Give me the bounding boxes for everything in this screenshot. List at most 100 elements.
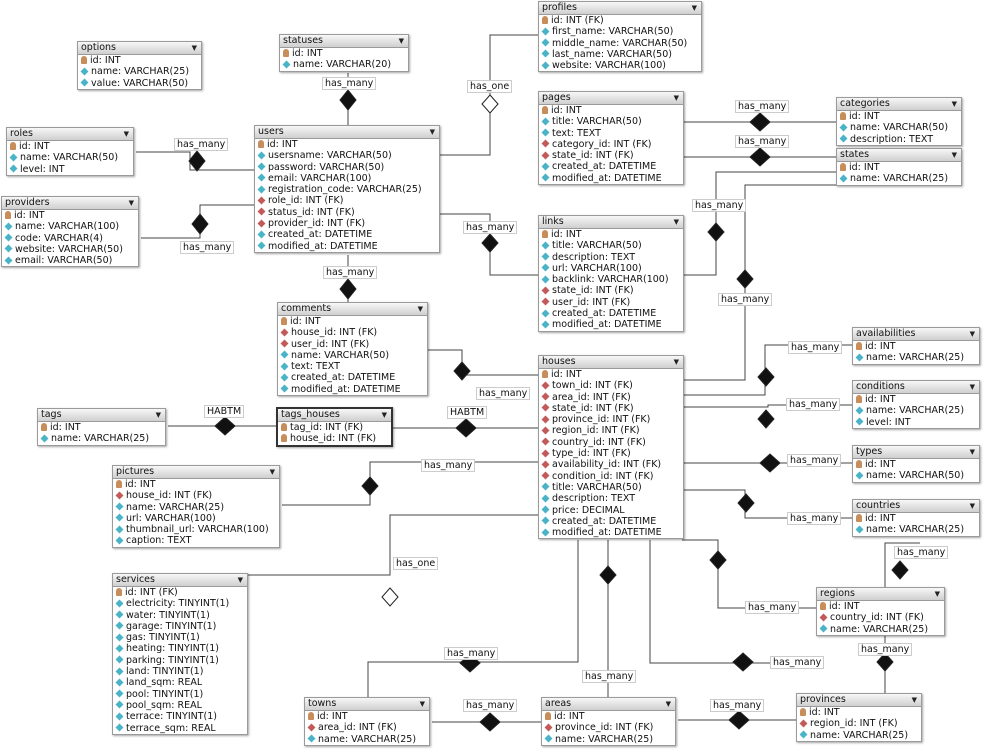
field-text: name: VARCHAR(25)	[91, 66, 190, 78]
table-profiles[interactable]: profiles▼id: INT (FK)first_name: VARCHAR…	[538, 1, 702, 73]
relation-label: has_many	[735, 135, 790, 148]
collapse-arrow-icon[interactable]: ▼	[398, 37, 404, 45]
table-name: countries	[856, 500, 901, 511]
field-text: id: INT	[551, 105, 582, 116]
collapse-arrow-icon[interactable]: ▼	[269, 468, 275, 476]
collapse-arrow-icon[interactable]: ▼	[934, 590, 940, 598]
table-services[interactable]: services▼id: INT (FK)electricity: TINYIN…	[112, 573, 248, 735]
table-header[interactable]: countries ▼	[853, 500, 979, 513]
table-field: middle_name: VARCHAR(50)	[539, 38, 701, 49]
table-header[interactable]: categories▼	[837, 98, 961, 111]
collapse-arrow-icon[interactable]: ▼	[429, 128, 435, 136]
table-header[interactable]: pictures▼	[113, 466, 279, 479]
collapse-arrow-icon[interactable]: ▼	[419, 700, 425, 708]
table-header[interactable]: tags▼	[38, 409, 165, 422]
primary-key-icon	[856, 341, 862, 350]
collapse-arrow-icon[interactable]: ▼	[969, 383, 975, 391]
table-field: id: INT	[78, 55, 201, 66]
foreign-key-icon	[257, 207, 266, 216]
table-header[interactable]: conditions▼	[853, 381, 979, 394]
collapse-arrow-icon[interactable]: ▼	[673, 94, 679, 102]
collapse-arrow-icon[interactable]: ▼	[951, 151, 957, 159]
collapse-arrow-icon[interactable]: ▼	[969, 330, 975, 338]
table-field: name: VARCHAR(25)	[853, 352, 979, 363]
table-header[interactable]: tags_houses▼	[278, 409, 391, 422]
collapse-arrow-icon[interactable]: ▼	[969, 502, 975, 510]
field-text: url: VARCHAR(100)	[126, 512, 216, 524]
field-text: user_id: INT (FK)	[291, 338, 370, 350]
connector-houses-comments	[426, 349, 538, 376]
table-tags-houses[interactable]: tags_houses▼tag_id: INT (FK)house_id: IN…	[276, 407, 393, 447]
collapse-arrow-icon[interactable]: ▼	[191, 44, 197, 52]
collapse-arrow-icon[interactable]: ▼	[155, 411, 161, 419]
table-header[interactable]: areas▼	[542, 698, 675, 711]
foreign-key-icon	[544, 723, 553, 732]
collapse-arrow-icon[interactable]: ▼	[381, 411, 387, 419]
collapse-arrow-icon[interactable]: ▼	[665, 700, 671, 708]
table-header[interactable]: services ▼	[113, 574, 247, 587]
column-icon	[799, 730, 808, 739]
table-header[interactable]: links▼	[539, 216, 683, 229]
table-header[interactable]: types▼	[853, 446, 979, 459]
table-field: parking: TINYINT(1)	[113, 655, 247, 666]
table-header[interactable]: providers▼	[2, 197, 138, 210]
collapse-arrow-icon[interactable]: ▼	[969, 448, 975, 456]
collapse-arrow-icon[interactable]: ▼	[911, 696, 917, 704]
table-header[interactable]: options▼	[78, 42, 201, 55]
table-field: region_id: INT (FK)	[539, 425, 683, 436]
collapse-arrow-icon[interactable]: ▼	[237, 576, 243, 584]
foreign-key-icon	[115, 491, 124, 500]
field-text: id: INT	[865, 341, 896, 352]
collapse-arrow-icon[interactable]: ▼	[673, 358, 679, 366]
table-name: services	[116, 574, 155, 585]
column-icon	[4, 222, 13, 231]
collapse-arrow-icon[interactable]: ▼	[128, 199, 134, 207]
collapse-arrow-icon[interactable]: ▼	[123, 130, 129, 138]
relation-label: has_many	[174, 138, 229, 151]
foreign-key-icon	[280, 339, 289, 348]
table-field: name: VARCHAR(25)	[837, 173, 961, 184]
primary-key-icon	[10, 141, 16, 150]
table-header[interactable]: roles▼	[7, 128, 133, 141]
table-header[interactable]: comments▼	[278, 303, 427, 316]
collapse-arrow-icon[interactable]: ▼	[691, 4, 697, 12]
table-header[interactable]: statuses▼	[280, 35, 408, 48]
field-text: house_id: INT (FK)	[291, 327, 378, 339]
collapse-arrow-icon[interactable]: ▼	[673, 218, 679, 226]
table-header[interactable]: availabilities▼	[853, 328, 979, 341]
relation-diamond	[876, 652, 894, 672]
collapse-arrow-icon[interactable]: ▼	[417, 305, 423, 313]
table-header[interactable]: states▼	[837, 149, 961, 162]
relation-diamond	[891, 560, 909, 580]
table-header[interactable]: provinces▼	[797, 694, 921, 707]
table-header[interactable]: pages▼	[539, 92, 683, 105]
foreign-key-icon	[541, 286, 550, 295]
collapse-arrow-icon[interactable]: ▼	[951, 100, 957, 108]
table-header[interactable]: houses▼	[539, 356, 683, 369]
table-header[interactable]: regions▼	[817, 588, 944, 601]
table-header[interactable]: towns▼	[305, 698, 429, 711]
table-header[interactable]: profiles▼	[539, 2, 701, 15]
table-header[interactable]: users▼	[255, 126, 439, 139]
